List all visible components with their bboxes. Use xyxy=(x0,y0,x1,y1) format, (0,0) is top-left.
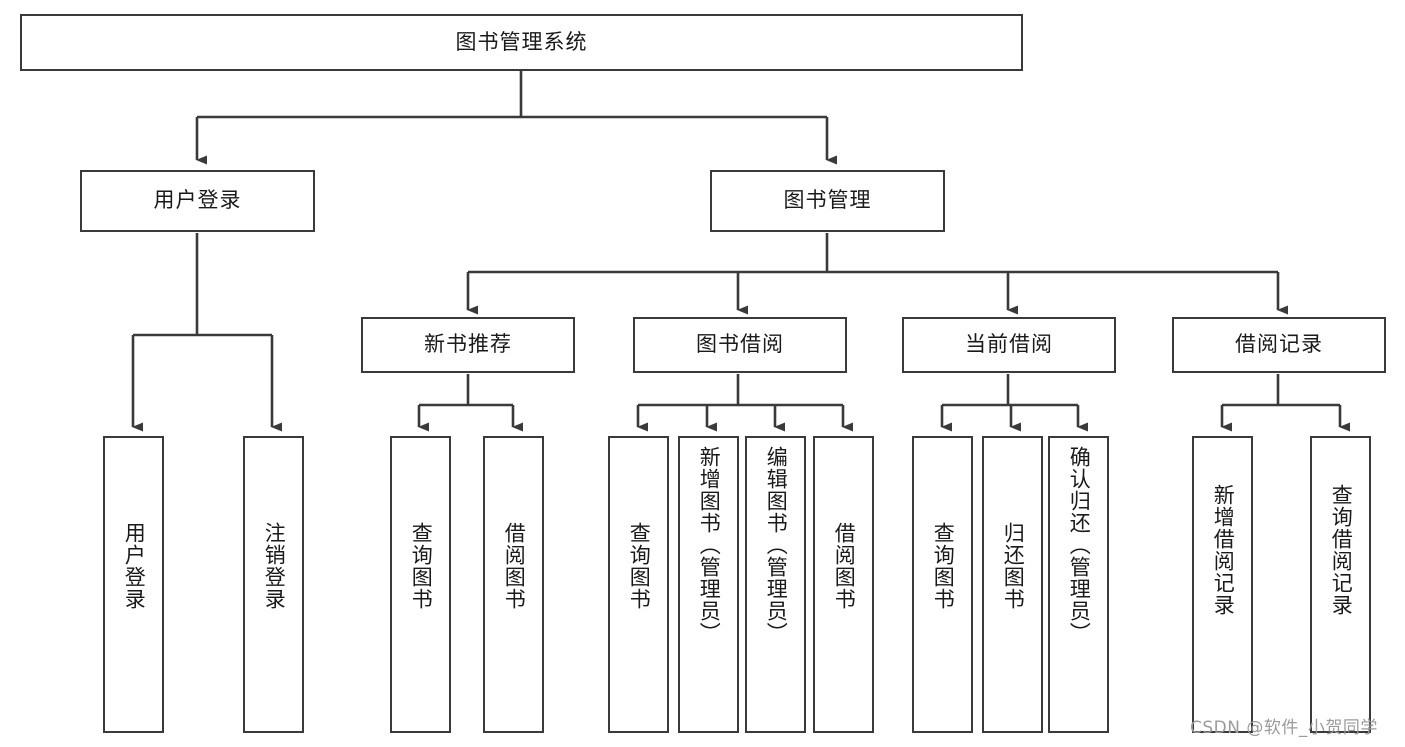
node-label: 编辑图书（管理员） xyxy=(764,446,789,644)
node-new-book-recommendation[interactable]: 新书推荐 xyxy=(361,317,575,373)
node-borrow-records[interactable]: 借阅记录 xyxy=(1172,317,1386,373)
node-label: 借阅图书 xyxy=(502,522,527,610)
node-leaf-borrow-book-1[interactable]: 借阅图书 xyxy=(483,436,544,733)
node-label: 图书管理系统 xyxy=(455,29,588,54)
node-current-borrowing[interactable]: 当前借阅 xyxy=(902,317,1116,373)
node-label: 借阅图书 xyxy=(832,522,857,610)
node-user-login[interactable]: 用户登录 xyxy=(80,170,315,232)
node-leaf-add-borrow-record[interactable]: 新增借阅记录 xyxy=(1192,436,1253,733)
node-leaf-edit-book-admin[interactable]: 编辑图书（管理员） xyxy=(745,436,806,733)
node-label: 查询图书 xyxy=(627,522,652,610)
node-label: 归还图书 xyxy=(1001,522,1026,610)
node-label: 查询借阅记录 xyxy=(1329,484,1354,616)
node-leaf-logout[interactable]: 注销登录 xyxy=(243,436,304,733)
node-label: 当前借阅 xyxy=(965,332,1053,357)
node-label: 图书借阅 xyxy=(696,332,784,357)
node-leaf-confirm-return-admin[interactable]: 确认归还（管理员） xyxy=(1048,436,1109,733)
node-label: 确认归还（管理员） xyxy=(1067,446,1092,644)
node-leaf-query-book-1[interactable]: 查询图书 xyxy=(390,436,451,733)
node-leaf-query-book-2[interactable]: 查询图书 xyxy=(608,436,669,733)
node-label: 借阅记录 xyxy=(1235,332,1323,357)
node-book-management[interactable]: 图书管理 xyxy=(710,170,945,232)
node-label: 新增借阅记录 xyxy=(1211,484,1236,616)
node-label: 用户登录 xyxy=(122,522,147,610)
node-leaf-borrow-book-2[interactable]: 借阅图书 xyxy=(813,436,874,733)
node-label: 注销登录 xyxy=(262,522,287,610)
node-label: 图书管理 xyxy=(783,188,872,213)
node-leaf-add-book-admin[interactable]: 新增图书（管理员） xyxy=(678,436,739,733)
node-label: 查询图书 xyxy=(409,522,434,610)
node-label: 查询图书 xyxy=(931,522,956,610)
node-label: 新增图书（管理员） xyxy=(697,446,722,644)
node-leaf-query-book-3[interactable]: 查询图书 xyxy=(912,436,973,733)
node-leaf-return-book[interactable]: 归还图书 xyxy=(982,436,1043,733)
node-label: 用户登录 xyxy=(153,188,242,213)
node-leaf-user-login[interactable]: 用户登录 xyxy=(103,436,164,733)
node-book-borrowing[interactable]: 图书借阅 xyxy=(633,317,847,373)
node-label: 新书推荐 xyxy=(424,332,512,357)
node-root-book-management-system[interactable]: 图书管理系统 xyxy=(20,14,1023,71)
node-leaf-query-borrow-record[interactable]: 查询借阅记录 xyxy=(1310,436,1371,733)
